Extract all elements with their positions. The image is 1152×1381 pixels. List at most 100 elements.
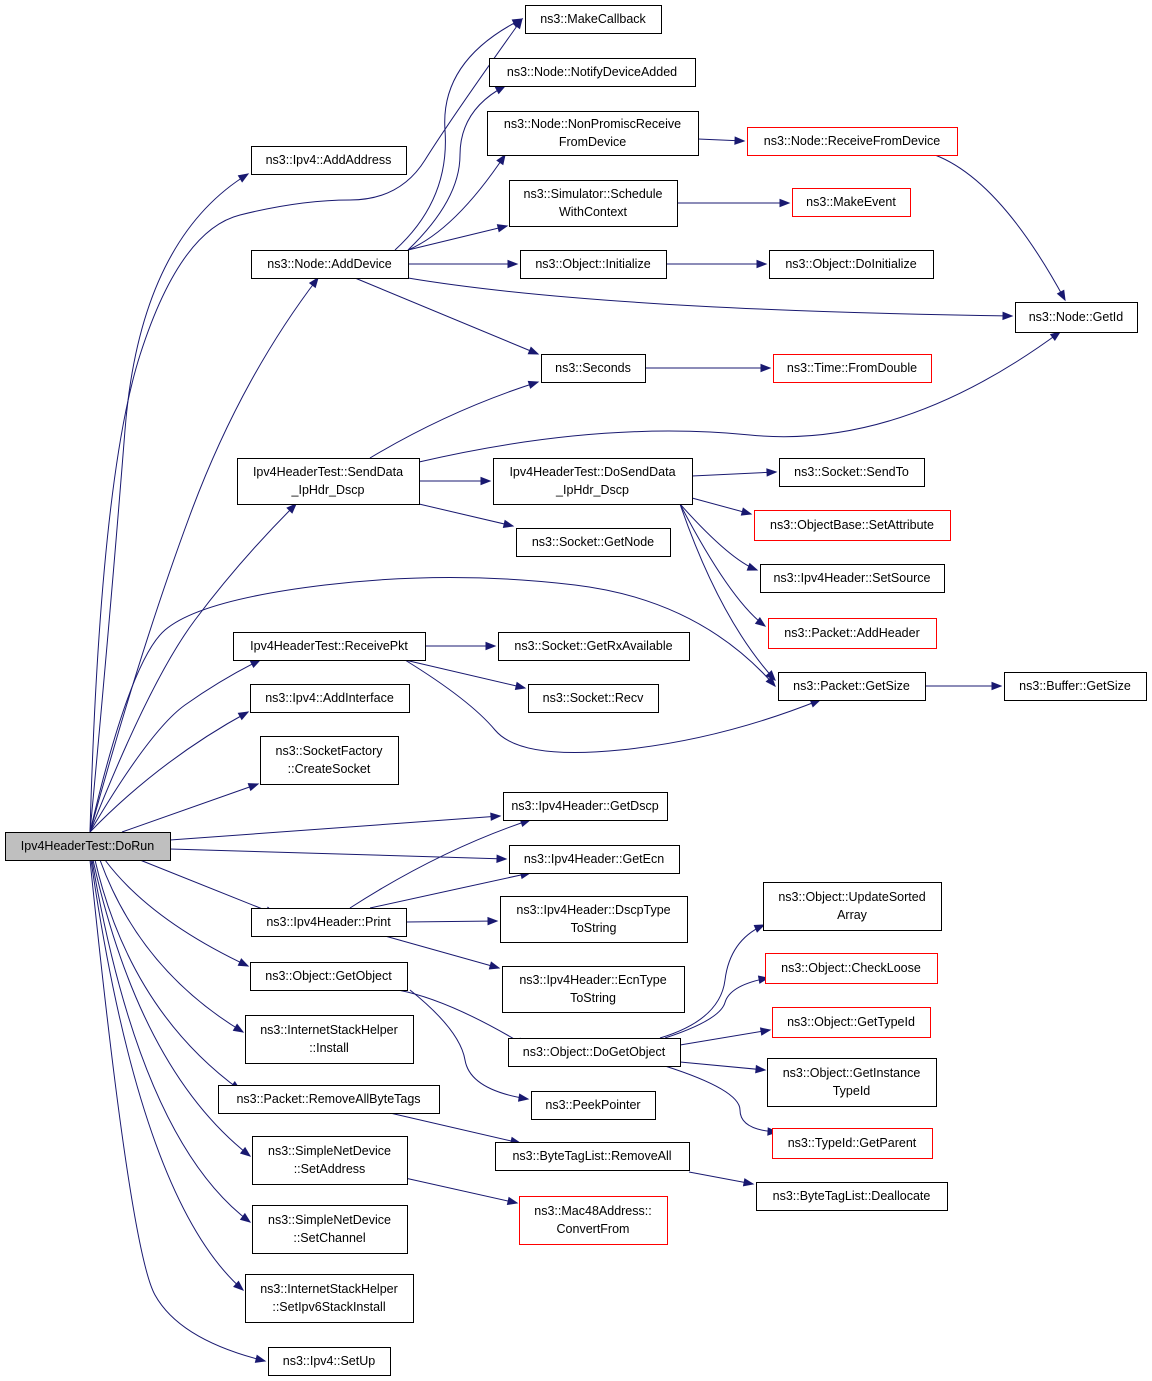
node-setattribute[interactable]: ns3::ObjectBase::SetAttribute	[754, 510, 951, 541]
node-bytetagremoveall[interactable]: ns3::ByteTagList::RemoveAll	[495, 1142, 690, 1171]
edge-dorun-to-createsocket	[121, 783, 259, 833]
node-label-nonpromiscreceive-0: ns3::Node::NonPromiscReceive	[504, 117, 681, 131]
node-ipv4addinterface[interactable]: ns3::Ipv4::AddInterface	[250, 684, 410, 713]
node-label-getinstancetypeid-0: ns3::Object::GetInstance	[783, 1066, 921, 1080]
edge-nodeadddevice-to-seconds	[354, 277, 539, 355]
node-receivefromdevice[interactable]: ns3::Node::ReceiveFromDevice	[747, 127, 958, 156]
node-internetstackinstall[interactable]: ns3::InternetStackHelper::Install	[245, 1015, 414, 1064]
node-label-makeevent-0: ns3::MakeEvent	[806, 195, 896, 209]
node-getecn[interactable]: ns3::Ipv4Header::GetEcn	[509, 845, 680, 874]
node-senddata[interactable]: Ipv4HeaderTest::SendData_IpHdr_Dscp	[237, 458, 420, 505]
node-label-objectinitialize-0: ns3::Object::Initialize	[535, 257, 650, 271]
edge-objectgetobject-to-peekpointer	[409, 989, 529, 1100]
node-socketsendto[interactable]: ns3::Socket::SendTo	[779, 458, 925, 487]
edge-ipv4headerprint-to-getdscp	[349, 819, 531, 909]
node-checkloose[interactable]: ns3::Object::CheckLoose	[765, 953, 938, 984]
arrowhead-nodegetid	[1002, 311, 1014, 321]
node-label-receivepkt-0: Ipv4HeaderTest::ReceivePkt	[250, 639, 408, 653]
arrowhead-ipv4addinterface	[237, 711, 250, 721]
node-box-ipv4addinterface	[250, 684, 410, 713]
node-label-buffergetsize-0: ns3::Buffer::GetSize	[1019, 679, 1131, 693]
node-simplesetchannel[interactable]: ns3::SimpleNetDevice::SetChannel	[252, 1205, 408, 1254]
node-nodeadddevice[interactable]: ns3::Node::AddDevice	[251, 250, 409, 279]
node-createsocket[interactable]: ns3::SocketFactory::CreateSocket	[260, 736, 399, 785]
node-label-getecn-0: ns3::Ipv4Header::GetEcn	[524, 852, 664, 866]
node-nodegetid[interactable]: ns3::Node::GetId	[1015, 302, 1138, 333]
edge-dosenddata-to-socketsendto	[691, 471, 777, 477]
node-box-senddata	[237, 458, 420, 505]
node-label-nodegetid-0: ns3::Node::GetId	[1029, 310, 1124, 324]
arrowhead-ipv4setup	[254, 1354, 267, 1363]
node-packetgetsize[interactable]: ns3::Packet::GetSize	[778, 672, 926, 701]
node-label-internetstackinstall-0: ns3::InternetStackHelper	[260, 1023, 398, 1037]
node-label-setattribute-0: ns3::ObjectBase::SetAttribute	[770, 518, 934, 532]
node-dogetobject[interactable]: ns3::Object::DoGetObject	[508, 1038, 681, 1067]
node-label-createsocket-0: ns3::SocketFactory	[276, 744, 384, 758]
arrowhead-objectgetobject	[237, 958, 250, 967]
node-receivepkt[interactable]: Ipv4HeaderTest::ReceivePkt	[233, 632, 426, 661]
arrowhead-bytetagdeallocate	[742, 1178, 755, 1187]
node-socketrecv[interactable]: ns3::Socket::Recv	[528, 684, 659, 713]
node-mac48convertfrom[interactable]: ns3::Mac48Address::ConvertFrom	[519, 1196, 668, 1245]
node-setipv6stackinstall[interactable]: ns3::InternetStackHelper::SetIpv6StackIn…	[245, 1274, 414, 1323]
arrowhead-mac48convertfrom	[506, 1196, 519, 1206]
node-box-ipv4headersetsource	[760, 564, 945, 593]
node-label-simplesetchannel-0: ns3::SimpleNetDevice	[268, 1213, 391, 1227]
node-packetaddheader[interactable]: ns3::Packet::AddHeader	[768, 618, 937, 649]
arrowhead-nodegetid	[1056, 289, 1066, 302]
edge-receivepkt-to-packetgetsize	[404, 659, 821, 753]
edge-objectgetobject-to-dogetobject	[397, 989, 527, 1047]
node-label-typeidgetparent-0: ns3::TypeId::GetParent	[788, 1136, 917, 1150]
arrowhead-notifydeviceadded	[494, 85, 507, 95]
edge-dorun-to-ipv4headerprint	[139, 859, 276, 915]
arrowhead-objectdoinitialize	[756, 259, 768, 269]
node-getrxavailable[interactable]: ns3::Socket::GetRxAvailable	[498, 632, 690, 661]
node-notifydeviceadded[interactable]: ns3::Node::NotifyDeviceAdded	[489, 58, 696, 87]
node-gettypeid[interactable]: ns3::Object::GetTypeId	[772, 1007, 931, 1038]
node-dosenddata[interactable]: Ipv4HeaderTest::DoSendData_IpHdr_Dscp	[493, 458, 693, 505]
node-bytetagdeallocate[interactable]: ns3::ByteTagList::Deallocate	[756, 1182, 948, 1211]
node-label-updatesortedarray-1: Array	[837, 908, 868, 922]
node-box-seconds	[541, 354, 646, 383]
edge-dogetobject-to-typeidgetparent	[664, 1065, 778, 1133]
node-socketgetnode[interactable]: ns3::Socket::GetNode	[516, 528, 671, 557]
node-removeallbytetags[interactable]: ns3::Packet::RemoveAllByteTags	[218, 1085, 440, 1114]
node-typeidgetparent[interactable]: ns3::TypeId::GetParent	[772, 1128, 933, 1159]
node-ipv4addaddress[interactable]: ns3::Ipv4::AddAddress	[251, 146, 407, 175]
node-label-bytetagdeallocate-0: ns3::ByteTagList::Deallocate	[773, 1189, 931, 1203]
edge-dogetobject-to-checkloose	[664, 977, 769, 1039]
edge-dorun-to-simplesetaddress	[92, 859, 251, 1157]
node-label-gettypeid-0: ns3::Object::GetTypeId	[787, 1015, 915, 1029]
arrowhead-socketrecv	[514, 681, 527, 690]
node-objectdoinitialize[interactable]: ns3::Object::DoInitialize	[769, 250, 934, 279]
node-objectgetobject[interactable]: ns3::Object::GetObject	[250, 962, 408, 991]
node-objectinitialize[interactable]: ns3::Object::Initialize	[520, 250, 667, 279]
node-seconds[interactable]: ns3::Seconds	[541, 354, 646, 383]
node-label-dosenddata-0: Ipv4HeaderTest::DoSendData	[509, 465, 675, 479]
node-timefromdouble[interactable]: ns3::Time::FromDouble	[773, 354, 932, 383]
node-dorun[interactable]: Ipv4HeaderTest::DoRun	[5, 832, 171, 861]
node-label-getrxavailable-0: ns3::Socket::GetRxAvailable	[514, 639, 672, 653]
node-label-setipv6stackinstall-1: ::SetIpv6StackInstall	[272, 1300, 385, 1314]
node-peekpointer[interactable]: ns3::PeekPointer	[531, 1091, 656, 1120]
node-box-notifydeviceadded	[489, 58, 696, 87]
node-label-peekpointer-0: ns3::PeekPointer	[545, 1098, 640, 1112]
node-ipv4setup[interactable]: ns3::Ipv4::SetUp	[268, 1347, 391, 1376]
edge-ipv4headerprint-to-dscptypetostring	[405, 920, 498, 923]
node-makecallback[interactable]: ns3::MakeCallback	[525, 5, 662, 34]
node-box-dosenddata	[493, 458, 693, 505]
node-label-mac48convertfrom-0: ns3::Mac48Address::	[534, 1204, 651, 1218]
node-buffergetsize[interactable]: ns3::Buffer::GetSize	[1004, 672, 1147, 701]
node-box-socketsendto	[779, 458, 925, 487]
node-ipv4headerprint[interactable]: ns3::Ipv4Header::Print	[251, 908, 407, 937]
node-simplesetaddress[interactable]: ns3::SimpleNetDevice::SetAddress	[252, 1136, 408, 1185]
node-makeevent[interactable]: ns3::MakeEvent	[792, 188, 911, 217]
node-ipv4headersetsource[interactable]: ns3::Ipv4Header::SetSource	[760, 564, 945, 593]
node-getdscp[interactable]: ns3::Ipv4Header::GetDscp	[503, 792, 668, 821]
